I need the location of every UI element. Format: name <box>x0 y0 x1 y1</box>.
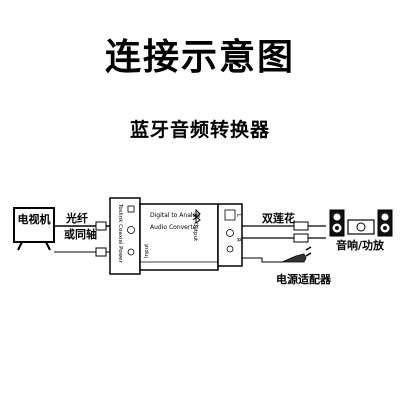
rca-cable <box>242 221 326 243</box>
device-right-r: R <box>235 238 241 242</box>
device-body <box>139 203 219 271</box>
device-line2: Audio Converter <box>150 224 199 231</box>
coaxial-label: 或同轴 <box>64 227 97 241</box>
page-subtitle: 蓝牙音频转换器 <box>129 119 270 141</box>
optical-label: 光纤 <box>65 211 88 225</box>
device-panel-text: Toslink Coaxial Power <box>117 203 123 264</box>
panel-ports <box>127 205 135 256</box>
device-output-panel <box>217 203 243 267</box>
device-input-panel <box>109 197 141 275</box>
rca-label: 双莲花 <box>262 211 295 225</box>
speaker-label: 音响/功放 <box>336 238 385 252</box>
input-cable <box>54 221 110 257</box>
page-title: 连接示意图 <box>104 37 295 78</box>
device-line1: Digital to Analog <box>150 212 200 219</box>
adapter-label: 电源适配器 <box>276 272 332 286</box>
speaker-icon <box>329 209 393 237</box>
device-right-l: L <box>235 214 241 218</box>
tv-label: 电视机 <box>18 212 51 226</box>
device-output-text: Output <box>192 222 198 242</box>
power-plug-icon <box>242 246 312 263</box>
bluetooth-icon <box>192 208 201 224</box>
tv-icon <box>13 207 55 251</box>
device-input-text: Input <box>144 243 150 258</box>
